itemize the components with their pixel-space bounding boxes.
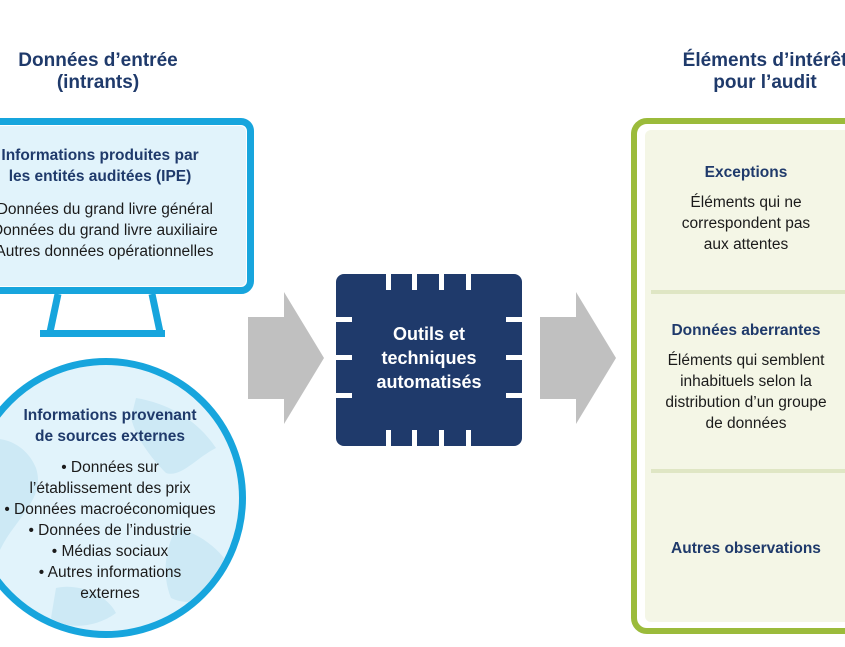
external-item: • Médias sociaux: [51, 543, 169, 560]
section-text: Éléments qui ne: [690, 194, 802, 211]
input-heading-line-2: (intrants): [56, 72, 140, 93]
monitor-screen: [0, 126, 246, 286]
section-text: inhabituels selon la: [680, 373, 812, 390]
external-title-line-1: Informations provenant: [23, 407, 197, 424]
input-heading-line-1: Données d’entrée: [18, 50, 178, 71]
chip-label-line: techniques: [381, 348, 477, 368]
external-item: • Données de l’industrie: [28, 522, 192, 539]
section-title: Autres observations: [671, 540, 821, 557]
audit-heading: Éléments d’intérêt pour l’audit: [665, 50, 845, 94]
audit-heading-line-2: pour l’audit: [713, 72, 817, 93]
panel-divider: [651, 290, 845, 294]
section-title: Exceptions: [704, 164, 788, 181]
chip-label-line: automatisés: [376, 372, 482, 392]
chip-label: Outils et techniques automatisés: [336, 322, 522, 394]
external-content: Informations provenant de sources extern…: [0, 405, 260, 604]
chip-icon: [336, 274, 522, 446]
external-item: • Données sur: [61, 459, 159, 476]
globe-icon: [0, 358, 246, 638]
section-title: Données aberrantes: [671, 322, 821, 339]
outliers-section: Données aberrantes Éléments qui semblent…: [636, 320, 845, 434]
ipe-content: Informations produites par les entités a…: [0, 145, 250, 262]
continents-icon: [0, 398, 236, 626]
arrow-right-icon: [540, 292, 616, 424]
ipe-title-line-2: les entités auditées (IPE): [8, 168, 192, 185]
monitor-stand-icon: [40, 293, 165, 337]
panel-divider: [651, 469, 845, 473]
ipe-item: • Données du grand livre général: [0, 201, 213, 218]
chip-label-line: Outils et: [392, 324, 465, 344]
section-text: correspondent pas: [681, 215, 811, 232]
section-text: distribution d’un groupe: [665, 394, 827, 411]
audit-panel-inner: [645, 130, 845, 622]
section-text: de données: [705, 415, 787, 432]
section-text: Éléments qui semblent: [667, 352, 825, 369]
section-text: aux attentes: [703, 236, 789, 253]
external-item: • Données macroéconomiques: [4, 501, 216, 518]
arrow-right-icon: [248, 292, 324, 424]
audit-heading-line-1: Éléments d’intérêt: [682, 50, 845, 71]
other-observations-section: Autres observations: [636, 538, 845, 559]
external-item: l’établissement des prix: [29, 480, 191, 497]
exceptions-section: Exceptions Éléments qui ne correspondent…: [636, 162, 845, 255]
ipe-item: • Autres données opérationnelles: [0, 243, 214, 260]
ipe-item: • Données du grand livre auxiliaire: [0, 222, 218, 239]
external-item: • Autres informations: [38, 564, 182, 581]
external-item: externes: [80, 585, 140, 602]
ipe-title-line-1: Informations produites par: [1, 147, 199, 164]
external-title-line-2: de sources externes: [35, 428, 185, 445]
input-heading: Données d’entrée (intrants): [0, 50, 196, 94]
